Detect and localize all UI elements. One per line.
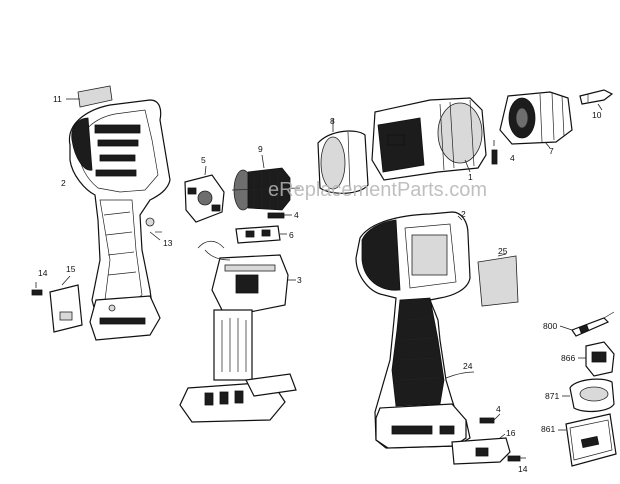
- callout-16: 16: [506, 428, 516, 438]
- callout-5: 5: [201, 155, 206, 165]
- callout-4-foot: 4: [496, 404, 501, 414]
- part-16-battery-latch: [451, 433, 511, 465]
- part-8-sleeve: [317, 118, 369, 194]
- callout-10: 10: [592, 110, 602, 120]
- part-3-switch-assembly: [179, 240, 297, 423]
- accessory-866-battery: [578, 341, 615, 377]
- callout-24: 24: [463, 361, 473, 371]
- callout-7: 7: [549, 146, 554, 156]
- callout-4-transmission: 4: [510, 153, 515, 163]
- callout-2-left: 2: [61, 178, 66, 188]
- watermark-text: eReplacementParts.com: [268, 179, 487, 201]
- callout-2-right: 2: [461, 209, 466, 219]
- callout-3: 3: [297, 275, 302, 285]
- accessory-861-case: [558, 413, 617, 467]
- callout-14-left: 14: [38, 268, 48, 278]
- part-9-armature: [231, 154, 301, 211]
- part-4-screw-foot: [479, 413, 501, 424]
- part-1-transmission: [371, 97, 487, 181]
- callout-8: 8: [330, 116, 335, 126]
- part-4-screw-transmission: [491, 140, 498, 165]
- callout-4-center: 4: [294, 210, 299, 220]
- callout-15: 15: [66, 264, 76, 274]
- label-11-shape: [66, 85, 113, 108]
- callout-11: 11: [53, 94, 62, 104]
- callout-800: 800: [543, 321, 557, 331]
- callout-861: 861: [541, 424, 555, 434]
- callout-13: 13: [163, 238, 173, 248]
- part-25-label: [477, 253, 519, 307]
- callout-866: 866: [561, 353, 575, 363]
- callout-1: 1: [468, 172, 473, 182]
- part-13-pin: [149, 231, 162, 241]
- accessory-800-bit-holder: [559, 311, 615, 337]
- housing-half-left: [68, 99, 171, 341]
- callout-871: 871: [545, 391, 559, 401]
- part-6-switch-part: [235, 225, 287, 244]
- part-10-screw: [579, 89, 614, 111]
- part-4-screw-center: [267, 212, 292, 219]
- part-14-screw-left: [31, 282, 43, 296]
- part-24-line: [445, 371, 475, 379]
- part-5-brush-holder: [184, 165, 225, 223]
- accessory-871-charger: [562, 378, 615, 413]
- part-15-plate: [49, 275, 83, 333]
- callout-9: 9: [258, 144, 263, 154]
- part-14-screw-right: [507, 455, 526, 462]
- callout-25: 25: [498, 246, 508, 256]
- callout-6: 6: [289, 230, 294, 240]
- part-7-chuck: [499, 91, 573, 149]
- housing-assembled-right: [355, 211, 471, 449]
- callout-14-right: 14: [518, 464, 528, 474]
